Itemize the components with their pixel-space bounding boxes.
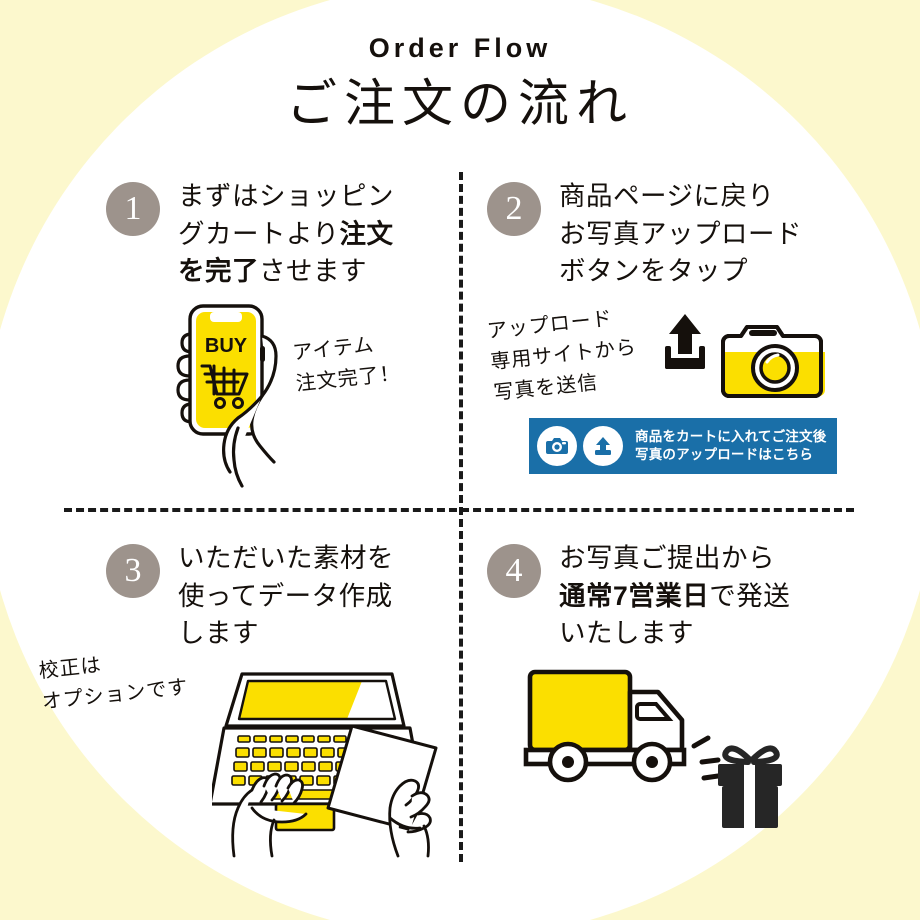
step-4-text: お写真ご提出から通常7営業日で発送いたします: [559, 540, 790, 653]
step-1-number-badge: 1: [106, 182, 160, 236]
banner-line-2: 写真のアップロードはこちら: [635, 447, 814, 462]
step-4-line2-bold: 通常7営業日: [559, 580, 710, 611]
step-1-line1: まずはショッピン: [178, 181, 394, 211]
step-2-handwriting: アップロード 専用サイトから 写真を送信: [485, 305, 638, 405]
hand-holding-phone-illustration: BUY: [176, 304, 278, 488]
banner-line-1: 商品をカートに入れてご注文後: [635, 428, 827, 444]
camera-upload-illustration: [665, 314, 825, 398]
upload-icon: [583, 426, 623, 466]
laptop-typing-illustration: [212, 672, 438, 858]
banner-text: 商品をカートに入れてご注文後写真のアップロードはこちら: [635, 428, 826, 464]
step-1-line3-plain: させます: [259, 256, 367, 287]
step-2-text: 商品ページに戻り お写真アップロード ボタンをタップ: [559, 181, 802, 287]
step-4-number-badge: 4: [487, 544, 541, 598]
divider-horizontal: [64, 508, 854, 512]
step-1-line3-bold: を完了: [178, 256, 259, 287]
step-3-number-badge: 3: [106, 544, 160, 598]
step-1-line2-bold: 注文: [339, 218, 394, 249]
step-4: 4 お写真ご提出から通常7営業日で発送いたします: [487, 540, 847, 653]
step-1-text: まずはショッピングカートより注文を完了させます: [178, 178, 394, 291]
step-3-header: 3 いただいた素材を 使ってデータ作成 します: [106, 540, 446, 653]
title-english: Order Flow: [368, 33, 552, 63]
page-title: Order Flow ご注文の流れ: [0, 33, 920, 134]
upload-photo-banner-button[interactable]: 商品をカートに入れてご注文後写真のアップロードはこちら: [529, 418, 837, 474]
step-3: 3 いただいた素材を 使ってデータ作成 します: [106, 540, 446, 653]
step-4-line2-plain: で発送: [709, 580, 791, 611]
camera-icon: [537, 426, 577, 466]
step-4-line3: いたします: [559, 618, 694, 649]
step-2-header: 2 商品ページに戻り お写真アップロード ボタンをタップ: [487, 178, 847, 291]
svg-text:BUY: BUY: [205, 335, 248, 357]
step-3-text: いただいた素材を 使ってデータ作成 します: [178, 543, 394, 649]
step-1-header: 1 まずはショッピングカートより注文を完了させます: [106, 178, 446, 291]
divider-vertical: [459, 172, 463, 862]
step-1-line2-plain: グカートより: [178, 218, 340, 249]
step-2: 2 商品ページに戻り お写真アップロード ボタンをタップ: [487, 178, 847, 291]
step-4-header: 4 お写真ご提出から通常7営業日で発送いたします: [487, 540, 847, 653]
delivery-truck-illustration: [523, 669, 782, 828]
step-1: 1 まずはショッピングカートより注文を完了させます: [106, 178, 446, 291]
title-japanese: ご注文の流れ: [285, 76, 634, 133]
step-2-number-badge: 2: [487, 182, 541, 236]
step-4-line1: お写真ご提出から: [559, 543, 775, 573]
